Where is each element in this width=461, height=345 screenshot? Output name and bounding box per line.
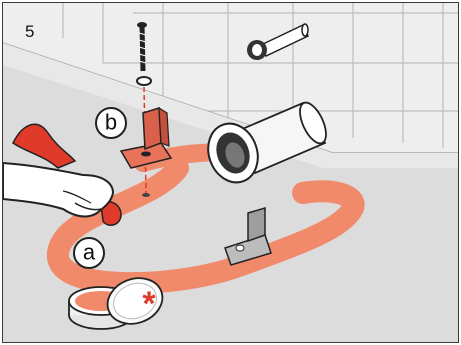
svg-text:a: a <box>83 240 96 265</box>
callout-b: b <box>96 108 126 138</box>
callout-a: a <box>74 238 104 268</box>
step-number: 5 <box>25 22 34 41</box>
washer-icon <box>137 77 151 85</box>
svg-text:b: b <box>105 110 117 135</box>
diagram-frame: 5 <box>2 2 459 343</box>
caution-asterisk: * <box>142 285 156 323</box>
installation-diagram: 5 <box>3 3 458 342</box>
